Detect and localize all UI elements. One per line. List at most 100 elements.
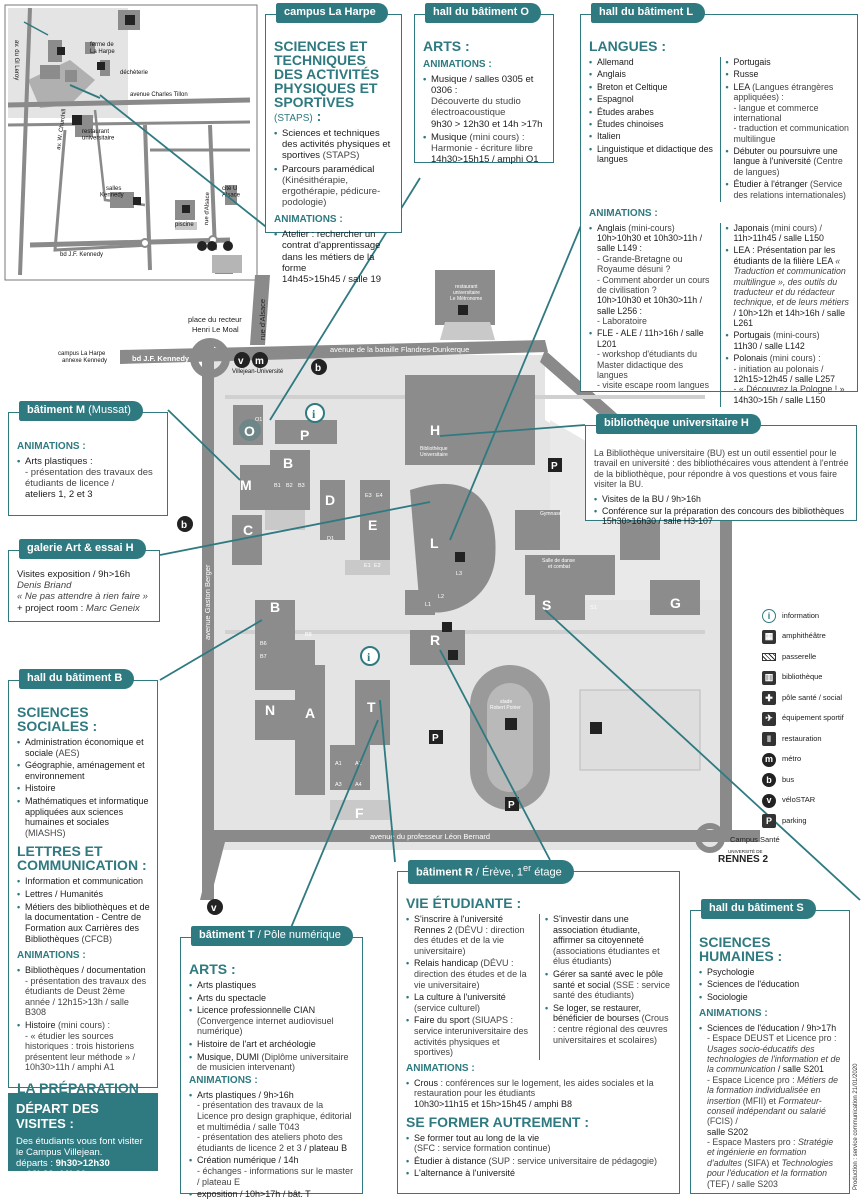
anim-exposition: exposition / 10h>17h / bât. T (189, 1189, 355, 1200)
lang-portugais: Portugais (726, 57, 851, 68)
velostar-icon-2[interactable] (207, 899, 223, 915)
inset-metro-icon (207, 241, 217, 251)
item-loger: Se loger, se restaurer, bénéficier de bo… (545, 1003, 672, 1045)
item-arts-spectacle: Arts du spectacle (189, 993, 355, 1004)
road-bernard: avenue du professeur Léon Bernard (370, 832, 490, 841)
box-campus-harpe: campus La Harpe SCIENCES ET TECHNIQUES D… (265, 3, 402, 285)
title-sciences-humaines: SCIENCES HUMAINES : (699, 934, 783, 964)
building-e[interactable]: E (368, 517, 377, 533)
label-gym: Gymnase (540, 511, 562, 517)
svg-text:b: b (315, 363, 321, 374)
item-culture: La culture à l'université (service cultu… (406, 992, 533, 1013)
svg-text:A4: A4 (355, 782, 362, 788)
item-former-vie: Se former tout au long de la vie (SFC : … (406, 1133, 672, 1154)
building-a[interactable]: A (305, 705, 315, 721)
inset-road-alsace: rue d'Alsace (204, 191, 211, 225)
galerie-visites: Visites exposition / 9h>16h (17, 569, 131, 580)
info-icon-2[interactable] (360, 646, 380, 666)
svg-text:P: P (551, 461, 558, 472)
building-l[interactable]: L (430, 535, 439, 551)
info-icon[interactable] (305, 403, 325, 423)
inset-restaurant-icon (72, 115, 82, 125)
lang-arabes: Études arabes (589, 107, 714, 118)
box-batiment-t: bâtiment T / Pôle numérique ARTS : Arts … (180, 926, 363, 1199)
legend-bibliothque-icon: ▥ (762, 670, 776, 685)
building-h[interactable]: H (430, 422, 440, 438)
bu-visites: Visites de la BU / 9h>16h (594, 494, 849, 505)
svg-text:B3: B3 (298, 483, 305, 489)
legend-mtro-icon: m (762, 752, 776, 767)
building-b[interactable]: B (283, 455, 293, 471)
anim-title-r: ANIMATIONS : (406, 1062, 475, 1074)
anim-polonais: Polonais (mini cours) :- initiation au p… (726, 353, 851, 405)
bus-icon[interactable] (311, 359, 327, 375)
building-p[interactable]: P (300, 427, 309, 443)
legend-label: bus (782, 774, 795, 784)
box-galerie: galerie Art & essai H Visites exposition… (8, 539, 160, 622)
lang-espagnol: Espagnol (589, 94, 714, 105)
parking-icon (548, 458, 562, 472)
building-r[interactable]: R (430, 632, 440, 648)
lang-linguistique: Linguistique et didactique des langues (589, 144, 714, 165)
velostar-icon[interactable] (234, 352, 250, 368)
legend-quipementsportif-icon: ✈ (762, 711, 776, 726)
svg-text:A1: A1 (335, 761, 342, 767)
title-langues: LANGUES : (589, 38, 666, 54)
tag-campus-harpe: campus La Harpe (276, 3, 388, 23)
item-info-com: Information et communication (17, 876, 150, 887)
metro-icon[interactable] (252, 352, 268, 368)
building-g[interactable]: G (670, 595, 681, 611)
bu-intro: La Bibliothèque universitaire (BU) est u… (594, 448, 849, 490)
building-d[interactable]: D (325, 492, 335, 508)
anim-musique-mini: Musique (mini cours) :Harmonie - écritur… (423, 132, 546, 166)
legend-label: parking (782, 815, 807, 825)
svg-text:i: i (312, 407, 316, 421)
anim-creation-num: Création numérique / 14h- échanges - inf… (189, 1155, 355, 1187)
lang-anglais: Anglais (589, 69, 714, 80)
building-b-annex[interactable]: B (270, 599, 280, 615)
building-t[interactable]: T (367, 699, 376, 715)
road-berger: avenue Gaston Berger (203, 564, 212, 640)
legend-bus-icon: b (762, 773, 776, 788)
inset-velostar-icon (197, 241, 207, 251)
building-c[interactable]: C (243, 522, 253, 538)
item-histoire: Histoire (17, 783, 150, 794)
title-lettres: LETTRES ET COMMUNICATION : (17, 843, 147, 874)
lang-lea: LEA (Langues étrangères appliquées) :- l… (726, 82, 851, 144)
legend-item: ▦amphithéâtre (762, 627, 862, 648)
item-aes: Administration économique et sociale (AE… (17, 737, 150, 758)
building-n[interactable]: N (265, 702, 275, 718)
item-psychologie: Psychologie (699, 967, 842, 978)
building-f[interactable]: F (355, 805, 364, 821)
svg-text:A2: A2 (355, 761, 362, 767)
item-cfcb: Métiers des bibliothèques et de la docum… (17, 902, 150, 944)
depart-times: départs : 9h30>12h30 (16, 1158, 110, 1170)
svg-text:v: v (238, 356, 244, 367)
svg-text:E3: E3 (365, 493, 372, 499)
lang-debuter: Débuter ou poursuivre une langue à l'uni… (726, 146, 851, 177)
anim-title-s: ANIMATIONS : (699, 1008, 768, 1020)
svg-text:i: i (367, 650, 371, 664)
svg-text:E4: E4 (376, 493, 383, 499)
parking-icon-2 (429, 730, 443, 744)
title-staps: SCIENCES ET TECHNIQUES DES ACTIVITÉS PHY… (274, 38, 380, 124)
item-alternance: L'alternance à l'université (406, 1168, 672, 1179)
tag-mussat: bâtiment M (Mussat) (19, 401, 143, 421)
galerie-artist: Denis Briand (17, 580, 72, 592)
building-m[interactable]: M (240, 477, 252, 493)
building-o[interactable]: O (244, 423, 255, 439)
anim-title-l: ANIMATIONS : (589, 207, 658, 219)
svg-text:B2: B2 (286, 483, 293, 489)
inset-sport-icon-2 (57, 47, 65, 55)
building-s[interactable]: S (542, 597, 551, 613)
legend-information-icon: i (762, 609, 776, 624)
tag-batiment-r: bâtiment R / Érève, 1er étage (408, 860, 574, 884)
bus-icon-2[interactable] (177, 516, 193, 532)
depart-times-2: et 13h30>16h30 (16, 1169, 86, 1181)
